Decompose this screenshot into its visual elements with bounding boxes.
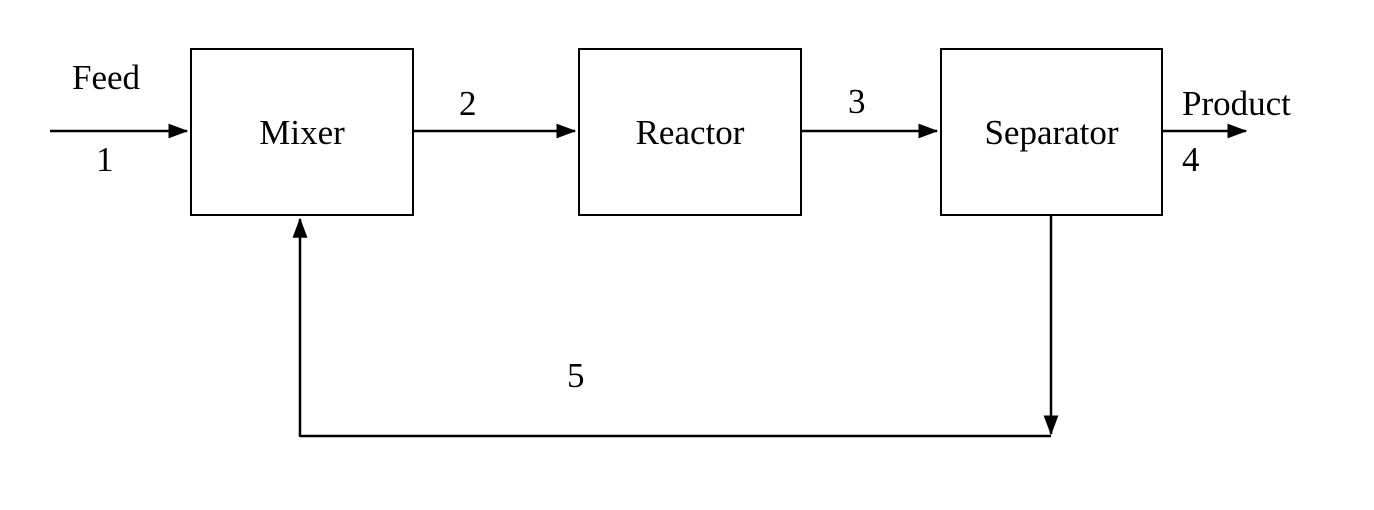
stream-3-number-label: 3 — [848, 82, 866, 121]
stream-1-number-label: 1 — [96, 140, 114, 179]
stream-1-name-label: Feed — [72, 58, 141, 97]
node-separator: Separator — [940, 48, 1163, 216]
node-reactor: Reactor — [578, 48, 802, 216]
stream-4-name-label: Product — [1182, 84, 1291, 123]
node-separator-label: Separator — [984, 112, 1119, 152]
node-mixer-label: Mixer — [259, 112, 345, 152]
stream-4-number-label: 4 — [1182, 140, 1200, 179]
node-reactor-label: Reactor — [635, 112, 745, 152]
stream-5-number-label: 5 — [567, 356, 585, 395]
stream-2-number-label: 2 — [459, 84, 477, 123]
node-mixer: Mixer — [190, 48, 414, 216]
